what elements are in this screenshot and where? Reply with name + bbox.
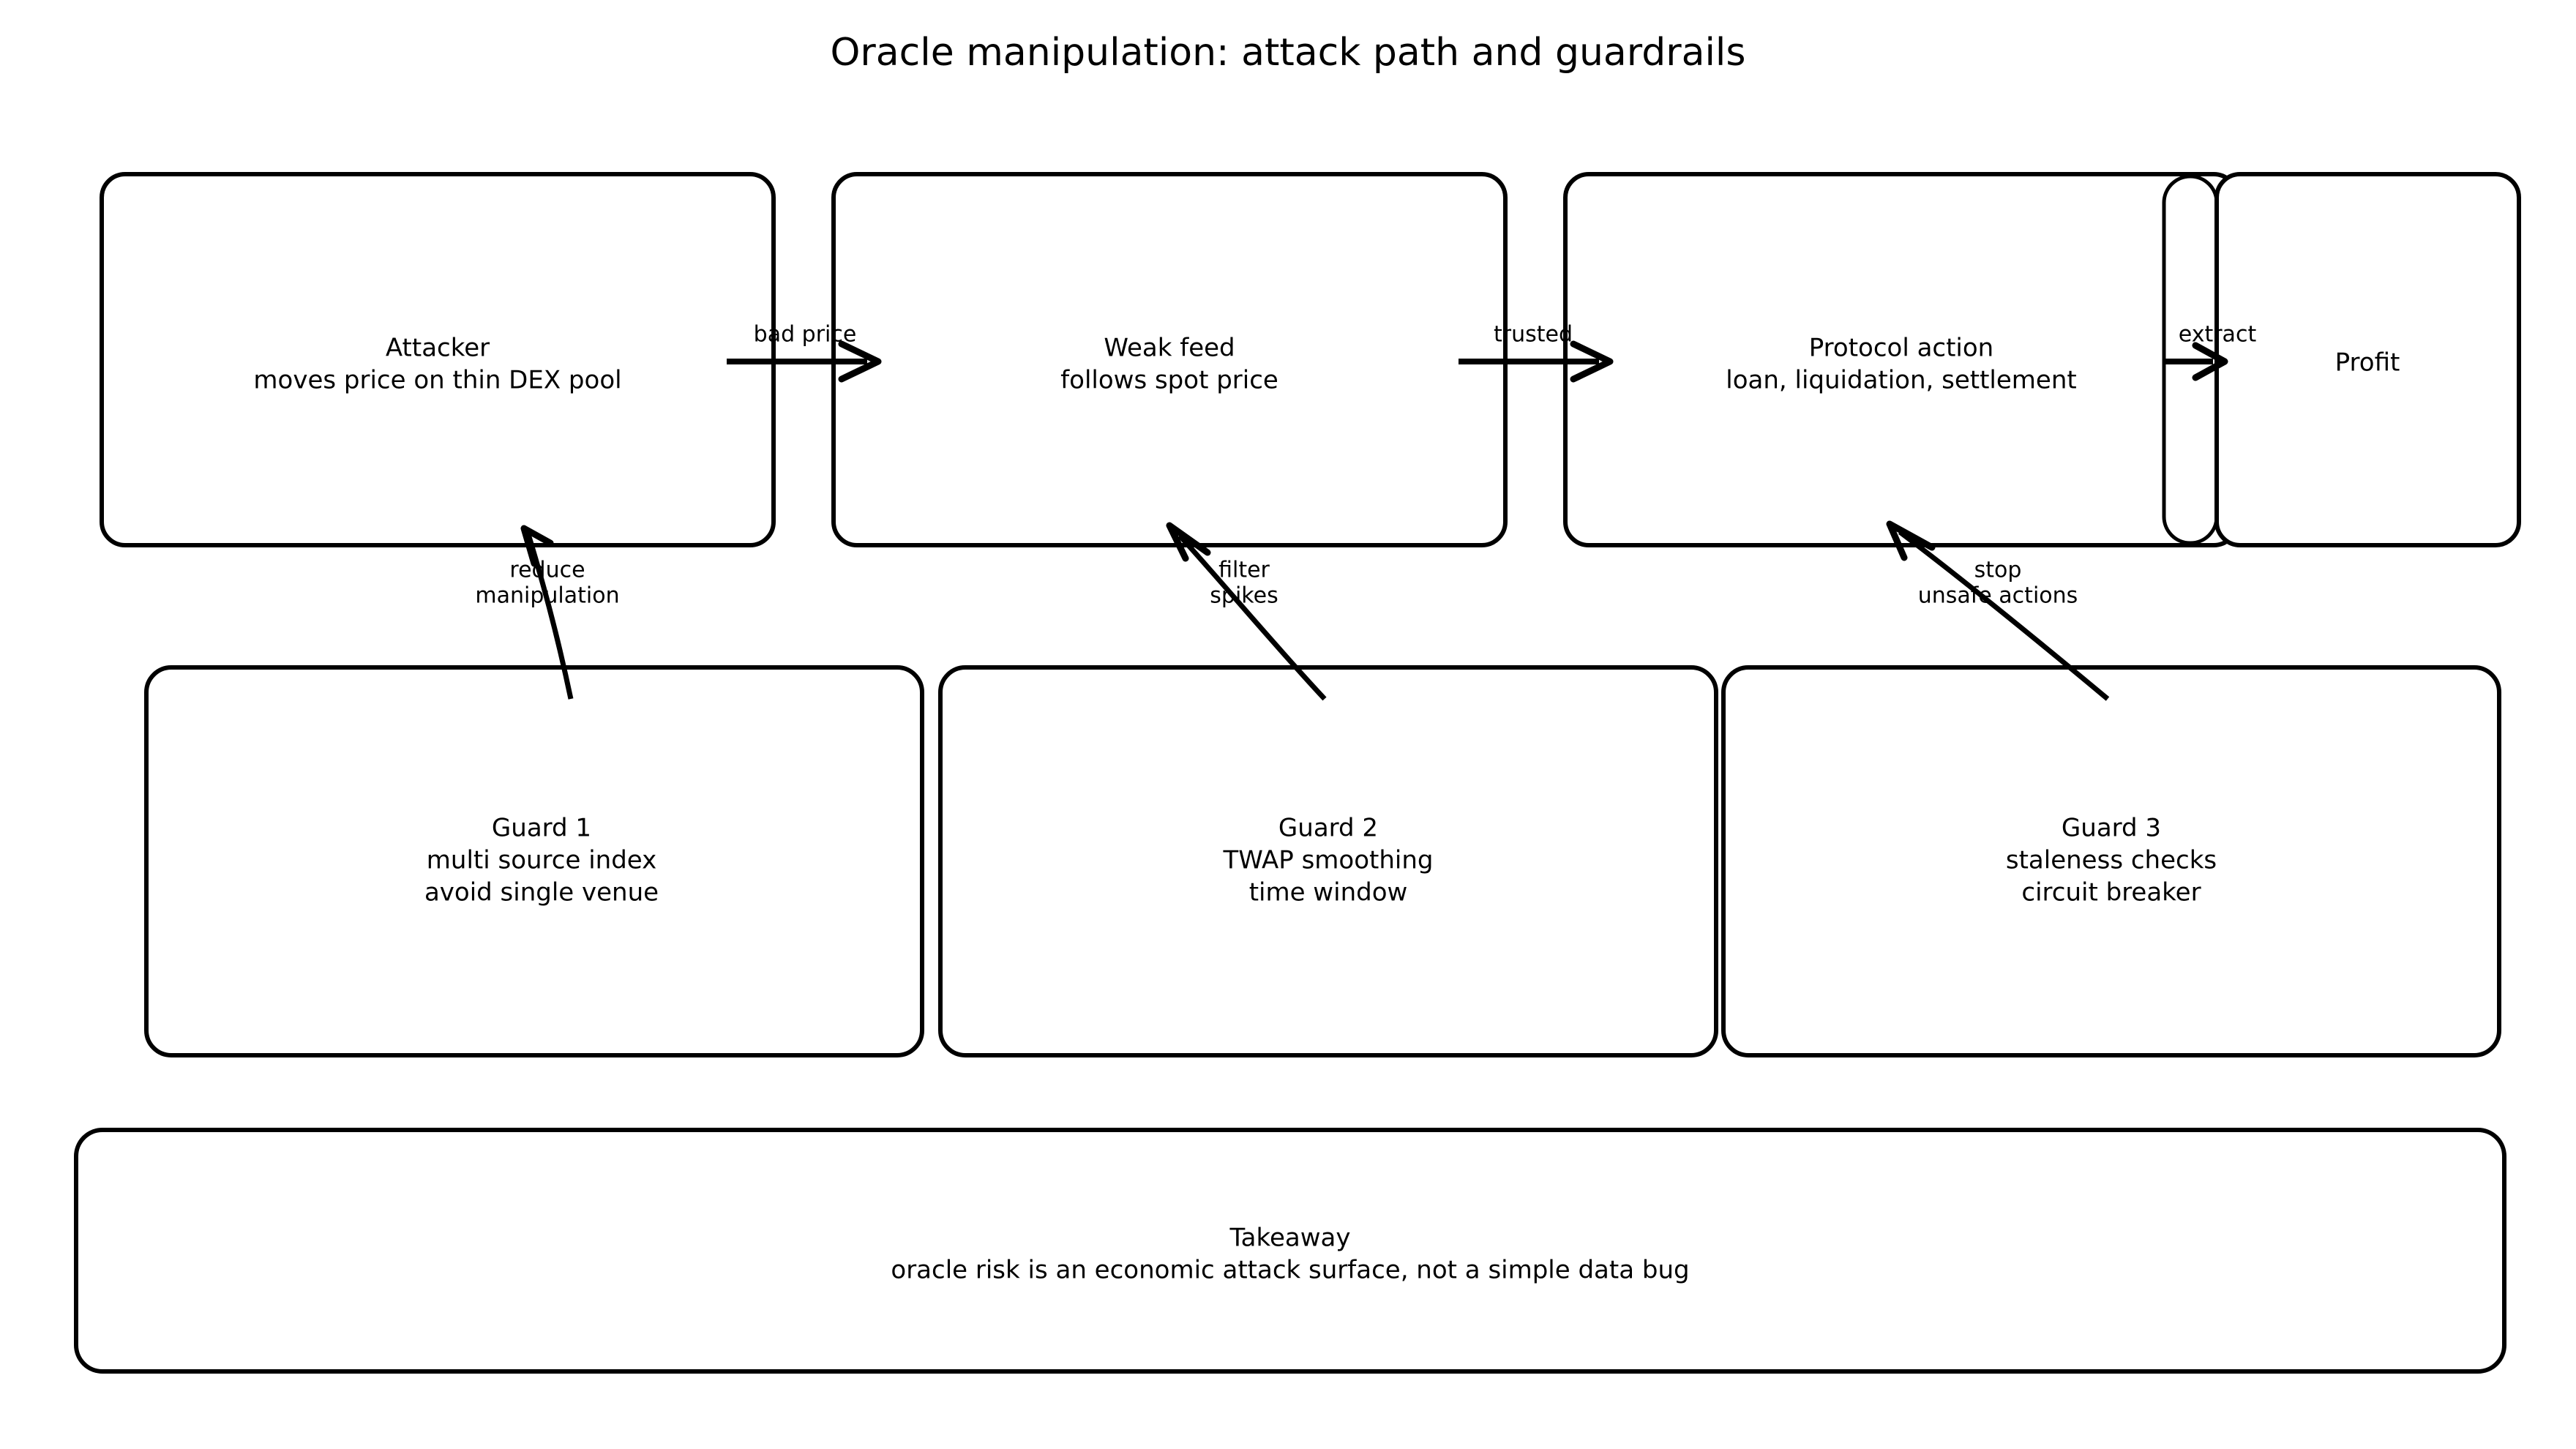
edge-reduce-manipulation-arrowhead <box>520 525 554 567</box>
edge-filter-spikes-label-line2: spikes <box>1210 583 1278 609</box>
node-protocol-action-line2: loan, liquidation, settlement <box>1726 366 2076 395</box>
edge-filter-spikes-curve <box>1177 533 1327 701</box>
node-attacker[interactable]: Attacker moves price on thin DEX pool <box>100 172 776 547</box>
node-weak-feed[interactable]: Weak feed follows spot price <box>831 172 1508 547</box>
node-guard-3-line2: staleness checks <box>2006 846 2217 875</box>
node-protocol-action[interactable]: Protocol action loan, liquidation, settl… <box>1563 172 2239 547</box>
edge-trusted-label: trusted <box>1494 322 1573 348</box>
node-attacker-line2: moves price on thin DEX pool <box>253 366 621 395</box>
node-guard-2-shape <box>938 665 1718 1057</box>
edge-reduce-manipulation-label-line1: reduce <box>509 558 585 583</box>
edge-reduce-manipulation: reduce manipulation <box>475 525 620 700</box>
edge-stop-unsafe-actions-label-line2: unsafe actions <box>1918 583 2078 609</box>
node-protocol-action-line1: Protocol action <box>1809 334 1993 363</box>
node-weak-feed-line2: follows spot price <box>1060 366 1278 395</box>
node-guard-3-line3: circuit breaker <box>2021 878 2201 907</box>
edge-bad-price: bad price <box>727 322 882 383</box>
node-guard-1-line3: avoid single venue <box>424 878 659 907</box>
edge-stop-unsafe-actions-arrowhead <box>1886 520 1936 561</box>
edge-stop-unsafe-actions: stop unsafe actions <box>1886 520 2110 701</box>
edge-filter-spikes: filter spikes <box>1166 522 1327 701</box>
node-profit-label: Profit <box>2335 348 2400 378</box>
edge-reduce-manipulation-label-line2: manipulation <box>475 583 619 609</box>
node-guard-2-line1: Guard 2 <box>1278 814 1378 843</box>
node-weak-feed-line1: Weak feed <box>1104 334 1235 363</box>
edge-bad-price-label: bad price <box>754 322 857 348</box>
page-title: Oracle manipulation: attack path and gua… <box>831 31 1746 75</box>
node-guard-2-line3: time window <box>1249 878 1408 907</box>
edge-trusted: trusted <box>1459 322 1614 383</box>
node-takeaway-shape <box>74 1128 2506 1374</box>
edge-stop-unsafe-actions-label-line1: stop <box>1974 558 2022 583</box>
edge-trusted-arrowhead <box>1570 340 1614 383</box>
node-guard-1-line2: multi source index <box>427 846 656 875</box>
node-takeaway-line2: oracle risk is an economic attack surfac… <box>891 1256 1689 1285</box>
node-guard-1[interactable]: Guard 1 multi source index avoid single … <box>144 665 924 1057</box>
edge-extract-label: extract <box>2179 322 2257 348</box>
node-takeaway-line1: Takeaway <box>1229 1224 1351 1253</box>
node-guard-2[interactable]: Guard 2 TWAP smoothing time window <box>938 665 1718 1057</box>
node-guard-1-line1: Guard 1 <box>492 814 591 843</box>
edge-stop-unsafe-actions-curve <box>1898 530 2110 701</box>
edge-extract: extract <box>2165 322 2257 381</box>
node-attacker-line1: Attacker <box>386 334 490 363</box>
node-guard-3-shape <box>1721 665 2501 1057</box>
node-guard-3[interactable]: Guard 3 staleness checks circuit breaker <box>1721 665 2501 1057</box>
edge-filter-spikes-label-line1: filter <box>1218 558 1270 583</box>
node-takeaway[interactable]: Takeaway oracle risk is an economic atta… <box>74 1128 2506 1374</box>
edge-filter-spikes-arrowhead <box>1166 522 1211 562</box>
node-guard-2-line2: TWAP smoothing <box>1223 846 1434 875</box>
node-guard-1-shape <box>144 665 924 1057</box>
edge-extract-arrowhead <box>2192 342 2228 381</box>
edge-bad-price-arrowhead <box>838 340 882 383</box>
node-guard-3-line1: Guard 3 <box>2062 814 2161 843</box>
